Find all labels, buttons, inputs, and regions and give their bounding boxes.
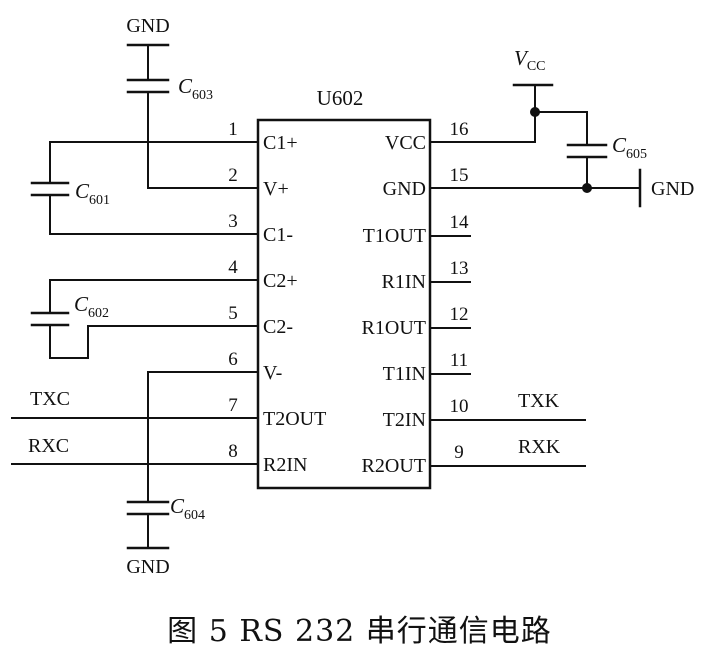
pin-name: R1OUT — [362, 317, 426, 339]
c602-label: C602 — [74, 292, 109, 321]
pin-number: 3 — [228, 211, 238, 232]
pin-number: 5 — [228, 303, 238, 324]
pin-number: 9 — [454, 442, 464, 463]
vcc-label: VCC — [514, 46, 546, 74]
pin-name: T2IN — [383, 409, 426, 431]
pin-number: 2 — [228, 165, 238, 186]
rxc-label: RXC — [28, 435, 69, 457]
pin-name: T2OUT — [263, 408, 326, 430]
c603-label: C603 — [178, 74, 213, 103]
pin-name: R2OUT — [362, 455, 426, 477]
pin-name: C2+ — [263, 270, 298, 292]
pin-number: 14 — [450, 212, 470, 233]
pin-number: 11 — [450, 350, 468, 371]
pin-number: 1 — [228, 119, 238, 140]
pin-name: C2- — [263, 316, 293, 338]
pin-number: 6 — [228, 349, 238, 370]
pin-number: 12 — [450, 304, 469, 325]
pin-number: 4 — [228, 257, 238, 278]
pin-number: 7 — [228, 395, 238, 416]
pin-name: C1- — [263, 224, 293, 246]
rs232-schematic: U602 1 2 3 4 5 6 7 8 C1+ V+ C1- C2+ C2- … — [11, 15, 694, 578]
pin-name: GND — [383, 178, 426, 200]
txk-label: TXK — [518, 390, 560, 412]
pin-name: T1IN — [383, 363, 426, 385]
pin-name: R1IN — [382, 271, 426, 293]
pin-number: 13 — [450, 258, 469, 279]
gnd-top-label: GND — [126, 15, 169, 37]
pin-number: 10 — [450, 396, 469, 417]
pin-name: C1+ — [263, 132, 298, 154]
c605-label: C605 — [612, 133, 647, 162]
pin-name: VCC — [385, 132, 426, 154]
rxk-label: RXK — [518, 436, 561, 458]
txc-label: TXC — [30, 388, 70, 410]
c601-label: C601 — [75, 179, 110, 208]
pin-number: 16 — [450, 119, 469, 140]
junction-gnd — [582, 183, 592, 193]
gnd-bottom-label: GND — [126, 556, 169, 578]
pin-name: R2IN — [263, 454, 307, 476]
pin-number: 15 — [450, 165, 469, 186]
c604-label: C604 — [170, 494, 205, 523]
chip-body — [256, 118, 432, 490]
pin-name: V- — [263, 362, 282, 384]
pin-name: V+ — [263, 178, 289, 200]
pin-name: T1OUT — [363, 225, 426, 247]
chip-title: U602 — [317, 86, 364, 110]
gnd-right-label: GND — [651, 178, 694, 200]
figure-caption: 图 5 RS 232 串行通信电路 — [167, 614, 552, 649]
junction-vcc — [530, 107, 540, 117]
pin-number: 8 — [228, 441, 238, 462]
